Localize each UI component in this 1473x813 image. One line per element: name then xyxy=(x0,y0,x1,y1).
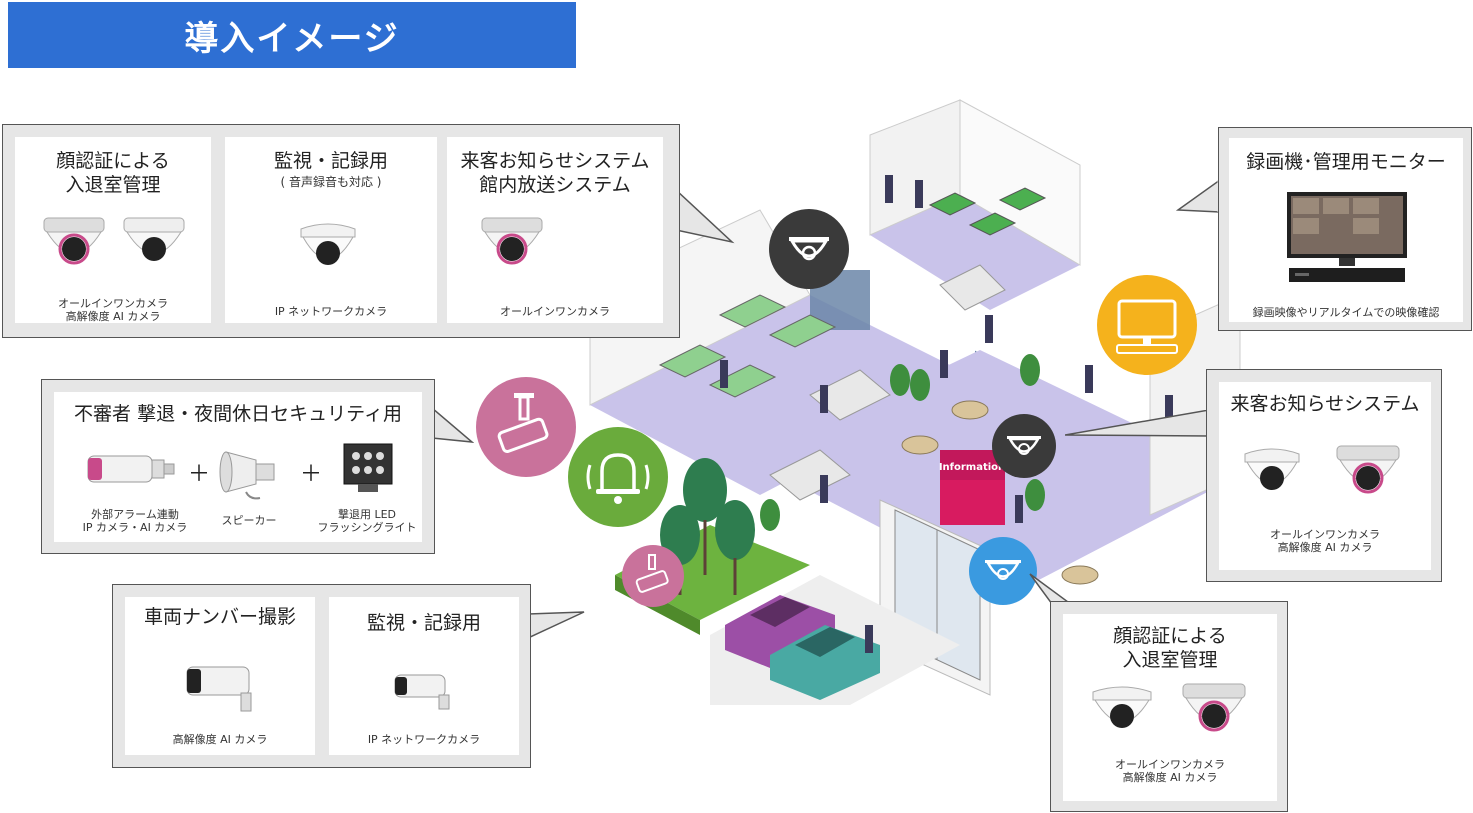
plus-sign-2: ＋ xyxy=(300,462,323,487)
upper-floor xyxy=(590,295,980,495)
panel-visitor: 来客お知らせシステム オールインワンカメラ 高解像度 AI カメラ xyxy=(1219,382,1431,570)
panel-title: 不審者 撃退・夜間休日セキュリティ用 xyxy=(74,403,402,425)
callout-visitor: 来客お知らせシステム オールインワンカメラ 高解像度 AI カメラ xyxy=(1206,369,1442,582)
potted-plants xyxy=(760,354,1045,531)
panel-title: 来客お知らせシステム 館内放送システム xyxy=(460,150,650,196)
office-desks xyxy=(658,294,837,398)
top-room-side-wall xyxy=(959,99,1081,266)
dome-camera-image-2 xyxy=(123,217,185,261)
stairs xyxy=(769,264,1006,501)
callout-recorder: 録画機･管理用モニター 録画映像やリアルタイムでの映像確認 xyxy=(1218,127,1472,331)
bullet-camera-image-2 xyxy=(394,674,450,710)
panel-title: 監視・記録用 xyxy=(273,150,388,172)
dome-camera-image xyxy=(1336,445,1400,494)
top-desks xyxy=(928,187,1047,236)
panel-title: 車両ナンバー撮影 xyxy=(143,606,296,628)
teal-car xyxy=(770,625,880,700)
panel-title: 録画機･管理用モニター xyxy=(1246,151,1446,173)
turret-camera-image xyxy=(300,223,356,265)
callout-bottom-left: 車両ナンバー撮影 高解像度 AI カメラ 監視・記録用 IP ネットワークカメラ xyxy=(112,584,531,768)
plus-sign: ＋ xyxy=(188,462,211,487)
bullet-camera-icon xyxy=(476,377,576,477)
panel-title: 来客お知らせシステム xyxy=(1230,393,1420,415)
monitor-icon xyxy=(1097,275,1197,375)
bullet-camera-small-icon xyxy=(622,545,684,607)
panel-title: 顔認証による 入退室管理 xyxy=(1113,625,1227,671)
panel-license-plate: 車両ナンバー撮影 高解像度 AI カメラ xyxy=(125,597,315,755)
top-room-floor xyxy=(870,195,1080,310)
round-tables xyxy=(901,400,1099,585)
panel-monitoring-2: 監視・記録用 IP ネットワークカメラ xyxy=(329,597,519,755)
dome-camera-small-icon xyxy=(992,414,1056,478)
panel-visitor-notice: 来客お知らせシステム 館内放送システム オールインワンカメラ xyxy=(447,137,663,323)
callout-tail-recorder xyxy=(1176,180,1220,213)
panel-caption: 録画映像やリアルタイムでの映像確認 xyxy=(1252,306,1440,319)
turret-camera-image xyxy=(1244,448,1300,490)
callout-security: 不審者 撃退・夜間休日セキュリティ用 ＋ ＋ 外部アラーム連動 IP カメラ・A… xyxy=(41,379,435,554)
callout-tail-bottom-left xyxy=(528,611,585,639)
callout-top-left: 顔認証による 入退室管理 オールインワンカメラ 高解像度 AI カメラ 監視・記… xyxy=(2,124,680,338)
trees xyxy=(660,458,755,565)
panel-title: 顔認証による 入退室管理 xyxy=(56,150,170,196)
page-title: 導入イメージ xyxy=(8,2,576,68)
callout-tail-top-left xyxy=(676,190,735,244)
turret-camera-image xyxy=(1092,686,1152,728)
led-light-image xyxy=(343,443,393,492)
callout-tail-security xyxy=(432,408,474,443)
callout-face-right: 顔認証による 入退室管理 オールインワンカメラ 高解像度 AI カメラ xyxy=(1050,601,1288,812)
bullet-camera-image xyxy=(186,666,252,712)
dome-camera-blue-icon xyxy=(969,537,1037,605)
dome-camera-image xyxy=(1182,683,1246,732)
panel-subtitle: ( 音声録音も対応 ) xyxy=(280,175,382,189)
info-sign-text: Information xyxy=(939,462,1005,473)
panel-face-right: 顔認証による 入退室管理 オールインワンカメラ 高解像度 AI カメラ xyxy=(1063,614,1277,801)
panel-face-recognition: 顔認証による 入退室管理 オールインワンカメラ 高解像度 AI カメラ xyxy=(15,137,211,323)
dome-camera-icon xyxy=(769,209,849,289)
panel-security: 不審者 撃退・夜間休日セキュリティ用 ＋ ＋ 外部アラーム連動 IP カメラ・A… xyxy=(54,392,422,542)
callout-tail-visitor xyxy=(1065,410,1209,437)
panel-monitoring: 監視・記録用 ( 音声録音も対応 ) IP ネットワークカメラ xyxy=(225,137,437,323)
speaker-image xyxy=(219,451,275,500)
people xyxy=(720,175,1173,653)
monitor-recorder-image xyxy=(1287,192,1407,282)
dome-camera-image xyxy=(43,217,105,265)
bell-alarm-icon xyxy=(568,427,668,527)
panel-title: 監視・記録用 xyxy=(366,612,481,634)
dome-camera-image xyxy=(481,217,543,265)
bullet-camera-image xyxy=(87,455,175,483)
panel-recorder: 録画機･管理用モニター 録画映像やリアルタイムでの映像確認 xyxy=(1229,138,1463,322)
